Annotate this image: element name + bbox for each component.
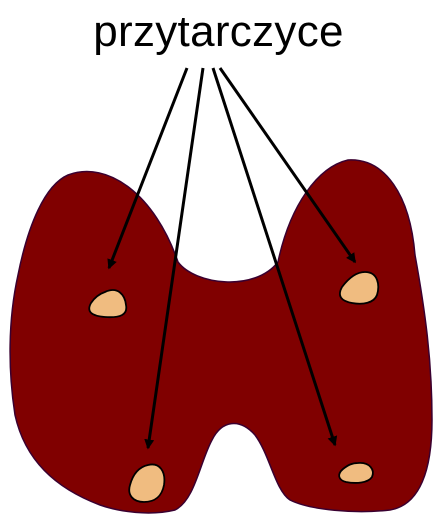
parathyroid-label: przytarczyce bbox=[0, 6, 437, 58]
thyroid-gland bbox=[10, 160, 432, 513]
